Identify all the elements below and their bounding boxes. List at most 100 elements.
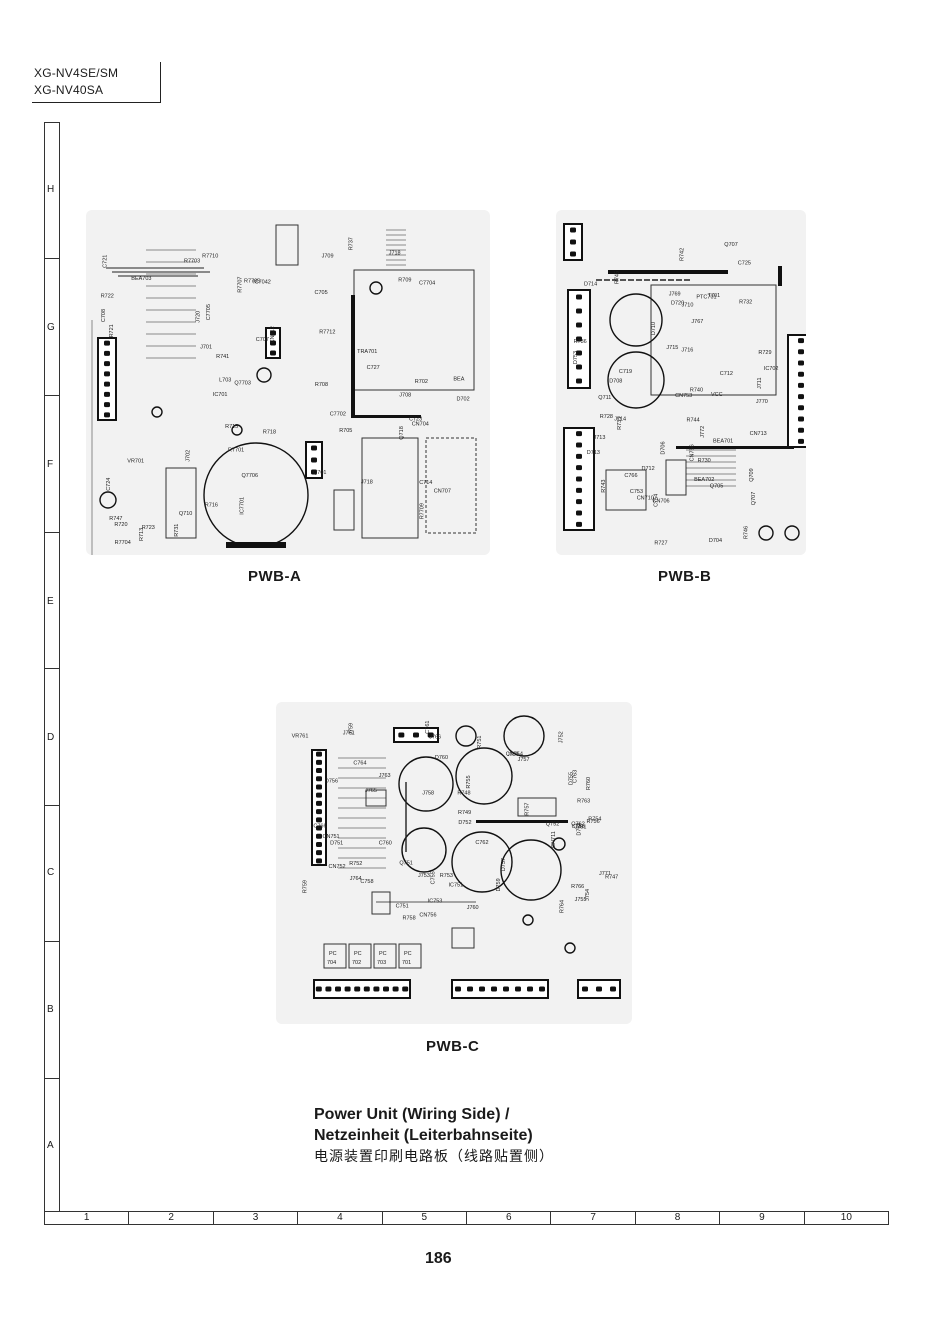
connector-pin: [325, 986, 332, 992]
component-outline: [373, 943, 397, 969]
part-label: D755: [569, 772, 575, 785]
part-label: J709: [322, 253, 334, 259]
part-label: D706: [661, 441, 667, 454]
connector-pin: [576, 378, 582, 384]
part-label: C766: [624, 473, 637, 479]
pwb-c-label: PWB-C: [426, 1038, 480, 1055]
part-label: IC751: [449, 882, 464, 888]
part-label: CN712: [270, 326, 276, 343]
part-label: IC7701: [240, 497, 246, 515]
part-label: J708: [399, 393, 411, 399]
part-label: R7709: [420, 503, 426, 519]
part-label: C727: [367, 365, 380, 371]
part-label: CN754: [506, 752, 523, 758]
connector-pin: [576, 521, 582, 527]
part-label: C763: [572, 770, 578, 783]
part-label: R715: [225, 424, 238, 430]
part-label: J714: [614, 417, 626, 423]
connector-pin: [576, 350, 582, 356]
part-label: CN704: [412, 422, 429, 428]
part-label: R766: [571, 884, 584, 890]
component-outline: [425, 437, 477, 534]
capacitor: [609, 293, 663, 347]
heatsink: [351, 415, 421, 418]
part-label: J755: [575, 897, 587, 903]
column-label-5: 5: [383, 1212, 468, 1224]
part-label: PC: [329, 951, 337, 957]
connector-pin: [316, 751, 322, 757]
component-outline: [275, 224, 299, 266]
part-label: CN713: [750, 431, 767, 437]
part-label: J763: [379, 773, 391, 779]
heatsink: [608, 270, 728, 274]
part-label: R743: [601, 480, 607, 493]
connector-pin: [354, 986, 361, 992]
part-label: R747: [605, 874, 618, 880]
part-label: J757: [518, 757, 530, 763]
part-label: Q762: [571, 821, 584, 827]
part-label: R722: [101, 294, 114, 300]
component-outline: [650, 284, 777, 396]
pwb-a-label: PWB-A: [248, 568, 302, 585]
component-outline: [165, 467, 197, 539]
part-label: R723: [142, 525, 155, 531]
part-label: R756: [587, 819, 600, 825]
part-label: C761: [425, 721, 431, 734]
connector-pin: [798, 371, 804, 377]
connector-pin: [610, 986, 616, 992]
part-label: D759: [496, 878, 502, 891]
capacitor: [564, 942, 576, 954]
part-label: D710: [651, 322, 657, 335]
part-label: J761: [343, 731, 355, 737]
connector-pin: [798, 382, 804, 388]
part-label: C708: [101, 309, 107, 322]
component-outline: [348, 943, 372, 969]
connector-pin: [104, 371, 110, 377]
part-label: R709: [398, 278, 411, 284]
column-label-1: 1: [45, 1212, 130, 1224]
row-label-f: F: [47, 459, 54, 470]
part-label: R7703: [184, 259, 200, 265]
column-label-8: 8: [636, 1212, 721, 1224]
part-label: R731: [174, 524, 180, 537]
part-label: J751: [575, 824, 587, 830]
part-label: Q707: [751, 492, 757, 505]
connector-pin: [316, 825, 322, 831]
connector-pin: [515, 986, 521, 992]
caption-line-2: Netzeinheit (Leiterbahnseite): [314, 1127, 533, 1144]
connector-pin: [576, 308, 582, 314]
row-divider: [44, 668, 60, 669]
part-label: J766: [429, 735, 441, 741]
connector-pin: [104, 402, 110, 408]
part-label: C755: [430, 871, 436, 884]
part-label: R746: [744, 526, 750, 539]
part-label: IC7042: [253, 280, 271, 286]
part-label: R747: [109, 516, 122, 522]
part-label: CN710: [637, 495, 654, 501]
part-label: R751: [477, 736, 483, 749]
part-label: D708: [609, 379, 622, 385]
component-outline: [605, 469, 647, 511]
row-divider: [44, 941, 60, 942]
part-label: Q710: [179, 511, 192, 517]
capacitor: [503, 715, 545, 757]
part-label: R716: [205, 503, 218, 509]
part-label: J710: [682, 303, 694, 309]
connector-pin: [104, 381, 110, 387]
part-label: R7712: [319, 330, 335, 336]
part-label: CN756: [690, 444, 696, 461]
column-label-4: 4: [298, 1212, 383, 1224]
part-label: J760: [467, 905, 479, 911]
connector-pin: [576, 476, 582, 482]
row-label-e: E: [47, 596, 54, 607]
part-label: R757: [524, 803, 530, 816]
capacitor: [455, 725, 477, 747]
part-label: R745: [615, 271, 621, 284]
column-label-9: 9: [720, 1212, 805, 1224]
connector-pin: [402, 986, 409, 992]
part-label: J713: [594, 435, 606, 441]
connector-pin: [576, 364, 582, 370]
part-label: C7702: [330, 412, 346, 418]
